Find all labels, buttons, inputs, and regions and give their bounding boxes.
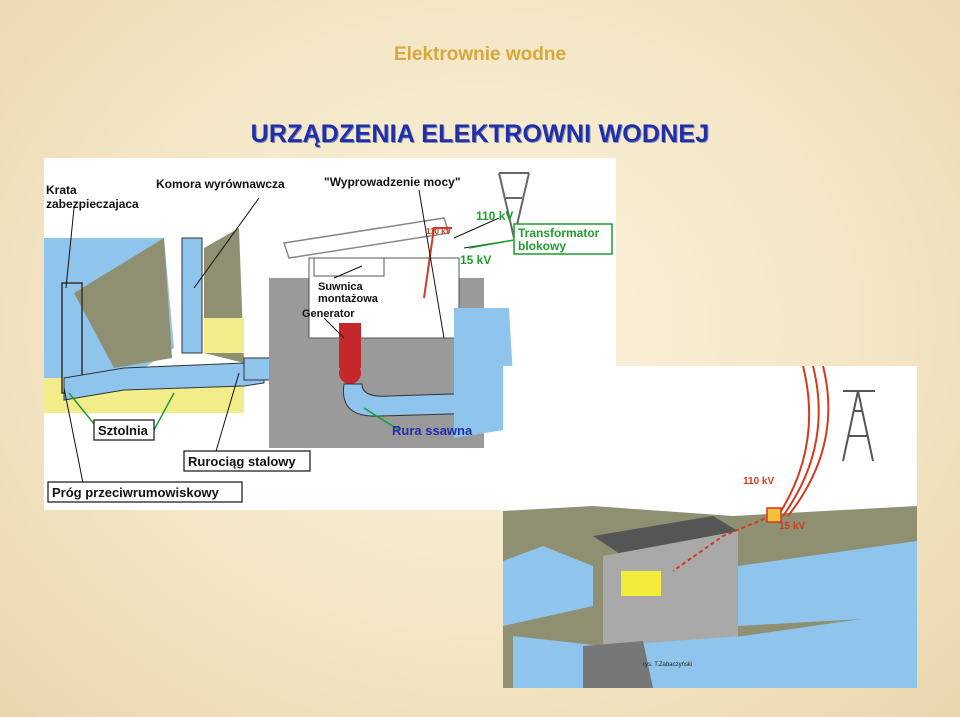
label-suwnica-2: montażowa [318,293,379,305]
yellow-fill-1 [204,318,244,353]
label-krata-1: Krata [46,183,77,197]
upper-water [503,546,593,626]
illustration-credit: rys. T.Zabaczyński [643,662,692,668]
label-110kv-small: 110 kV [426,227,452,236]
transformer-box [766,507,782,523]
slide-heading: URZĄDZENIA ELEKTROWNI WODNEJ [250,120,710,148]
sztolnia-box [93,419,155,441]
station-roof [593,516,738,556]
prog-box [47,481,243,503]
label-rurociag: Rurociąg stalowy [188,454,296,469]
generator-hall-yellow [621,571,661,596]
hydro-plant-cross-section: Krata zabezpieczajaca Komora wyrównawcza… [44,158,616,510]
leader-lines [63,189,515,489]
label-prog: Próg przeciwrumowiskowy [52,485,220,500]
rurociag-box [183,450,311,472]
transformator-box [513,223,613,255]
turbine [339,362,361,384]
power-tower [498,172,530,239]
dam-body [74,238,172,368]
label-rura-ssawna: Rura ssawna [392,423,473,438]
label-15kv: 15 kV [460,253,491,267]
station-front [603,531,738,656]
label-suwnica-1: Suwnica [318,281,364,293]
tailwater-channel [738,541,917,626]
label-110kv: 110 kV [743,476,774,487]
stone-base [583,641,653,688]
crane-truss [283,217,450,259]
power-cable-red [423,227,452,299]
cable-15kv [672,515,772,572]
label-110kv: 110 kV [476,209,513,223]
label-komora: Komora wyrównawcza [156,177,285,191]
label-krata-2: zabezpieczajaca [46,197,139,211]
label-transformator-2: blokowy [518,239,566,253]
surge-chamber [181,237,203,354]
montage-crane [313,257,385,277]
label-generator: Generator [302,308,355,320]
cable-110kv [777,366,830,517]
tunnel [63,362,265,401]
transmission-tower [842,390,875,462]
tailwater [454,308,516,438]
generator-unit [339,323,361,368]
hydro-plant-cutaway-illustration: 110 kV 15 kV rys. T.Zabaczyński [503,366,917,688]
slide-title: Elektrownie wodne [393,44,567,65]
label-sztolnia: Sztolnia [98,423,149,438]
label-15kv: 15 kV [779,521,805,532]
label-transformator-1: Transformator [518,226,600,240]
label-wyprowadzenie: "Wyprowadzenie mocy" [324,175,461,189]
